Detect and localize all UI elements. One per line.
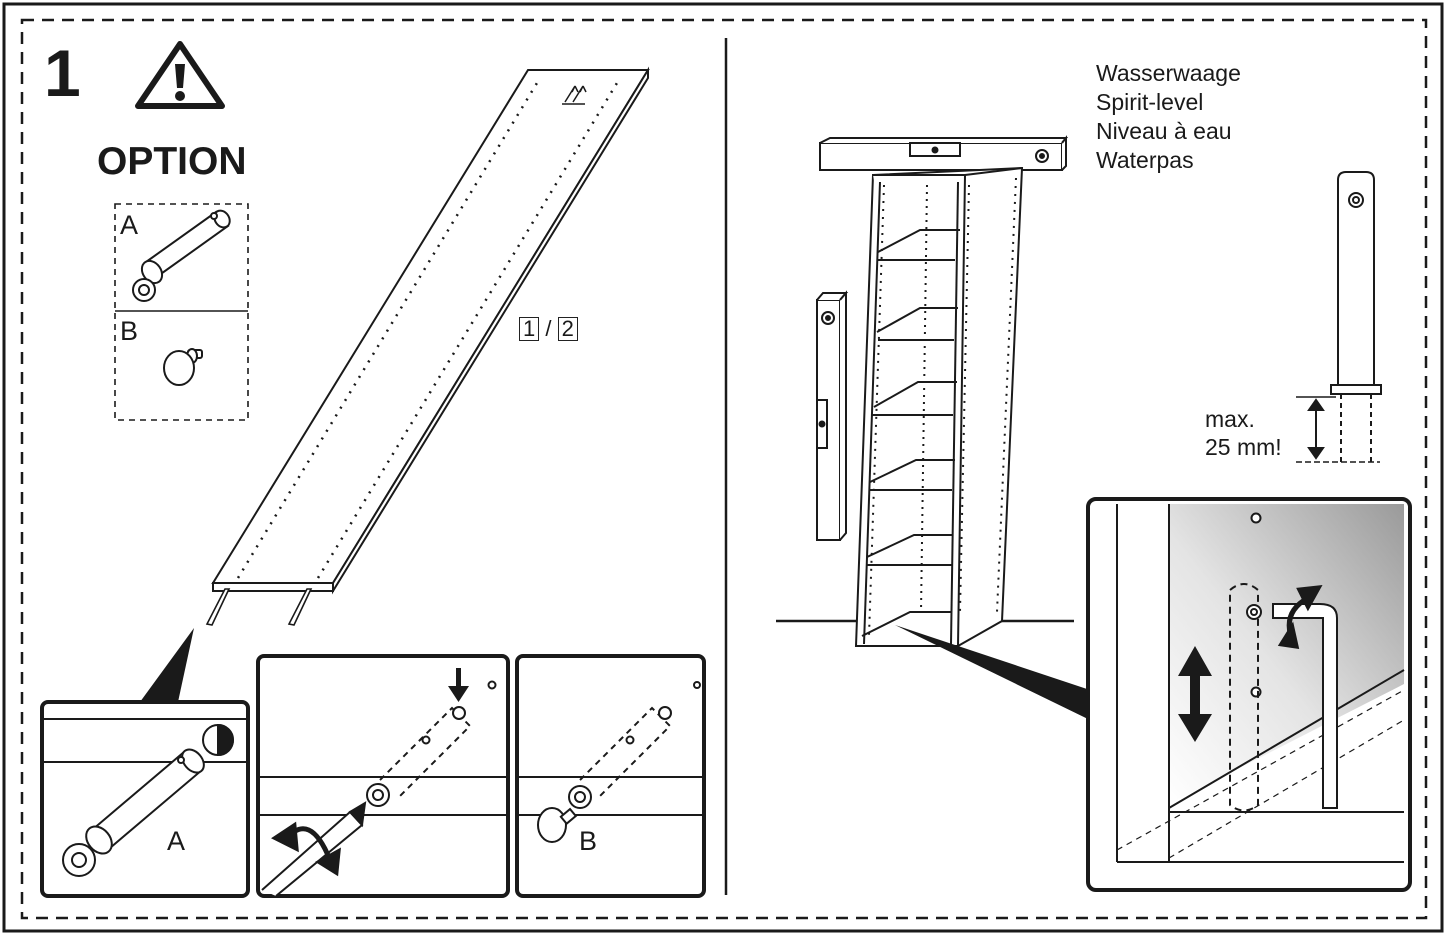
spirit-level-label-nl: Waterpas <box>1096 147 1194 173</box>
zoom-wedge <box>895 625 1090 720</box>
leveler-pins <box>205 588 313 626</box>
board-part-b: 2 <box>557 317 578 341</box>
detail-screwdriver-drawing <box>260 680 506 897</box>
detail-a-label: A <box>167 826 186 856</box>
rotate-arrow-icon <box>271 821 341 877</box>
dashed-frame <box>20 18 1428 920</box>
spirit-level-horizontal <box>819 135 1069 171</box>
warning-triangle-icon <box>135 41 225 109</box>
spirit-level-vertical <box>816 290 849 541</box>
leveler-profile <box>1296 171 1382 463</box>
detail-frames <box>40 654 706 898</box>
bookcase-drawing <box>854 166 1024 647</box>
board-part-label: 1 / 2 <box>519 317 578 341</box>
option-box <box>114 203 249 421</box>
spirit-level-label-de: Wasserwaage <box>1096 60 1241 86</box>
option-a-label: A <box>120 210 139 240</box>
max-height-value: 25 mm! <box>1205 434 1282 460</box>
adjustable-leveler-icon <box>132 209 231 302</box>
allen-key-icon <box>1277 584 1323 649</box>
option-title: OPTION <box>97 140 247 183</box>
step-number: 1 <box>44 36 81 110</box>
zoom-panel <box>1086 497 1412 892</box>
fixed-glide-foot-icon <box>163 348 203 386</box>
option-b-label: B <box>120 316 139 346</box>
double-arrow-icon <box>1178 646 1212 742</box>
shelf-board <box>211 66 650 595</box>
detail-a-drawing <box>44 718 246 877</box>
detail-b-drawing <box>519 681 702 843</box>
callout-wedge <box>140 628 194 702</box>
board-part-a: 1 <box>519 317 540 341</box>
detail-b-label: B <box>579 826 598 856</box>
spirit-level-label-fr: Niveau à eau <box>1096 118 1232 144</box>
down-arrow-icon <box>448 668 469 702</box>
max-height-label: max. <box>1205 406 1255 432</box>
board-separator: / <box>545 316 552 341</box>
spirit-level-label-en: Spirit-level <box>1096 89 1204 115</box>
